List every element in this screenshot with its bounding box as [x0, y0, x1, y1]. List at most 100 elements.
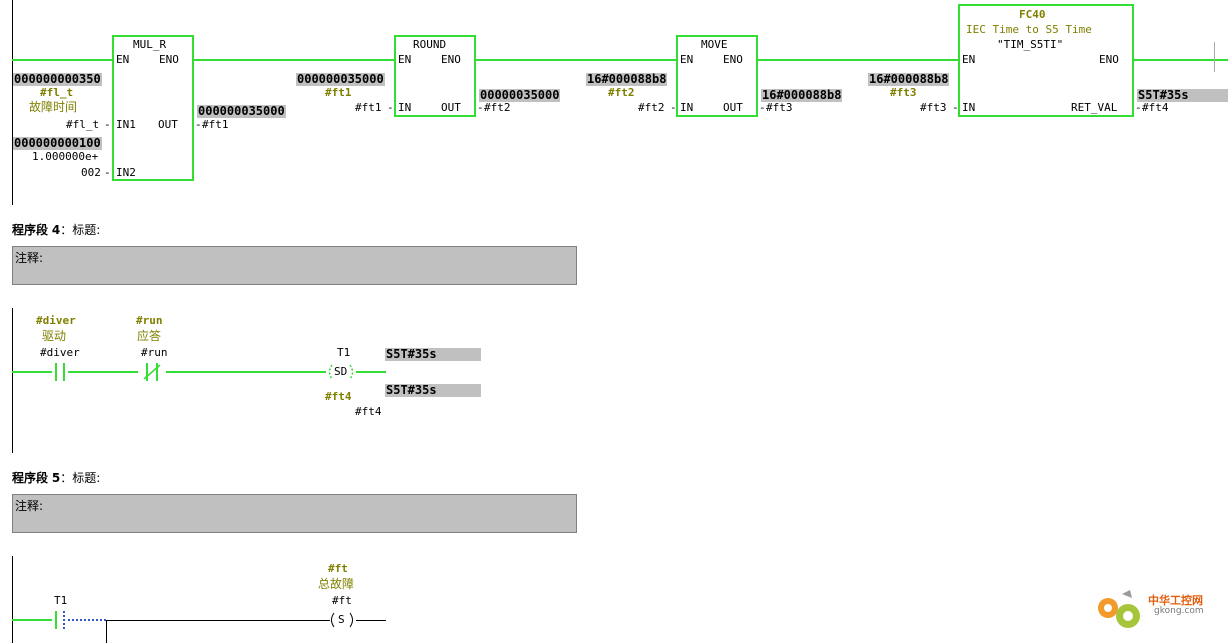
mul-r-in2: IN2: [116, 166, 136, 179]
network5-branch: [106, 620, 107, 643]
round-eno: ENO: [441, 53, 461, 66]
fc40-in-var[interactable]: #ft3: [920, 101, 947, 114]
round-in-symbol: #ft1: [325, 86, 352, 99]
round-out-value: 00000035000: [479, 88, 561, 102]
fc40-ret-dash: -: [1135, 101, 1142, 114]
move-in-value: 16#000088b8: [586, 72, 668, 86]
move-in: IN: [680, 101, 694, 114]
fc40-eno: ENO: [1099, 53, 1119, 66]
mul-in1-symbol: #fl_t: [40, 86, 74, 99]
round-out-var[interactable]: #ft2: [484, 101, 511, 114]
fc40-in: IN: [962, 101, 976, 114]
network5-number: 5: [51, 471, 61, 485]
move-out-dash: -: [759, 101, 766, 114]
mul-r-title: MUL_R: [133, 38, 167, 51]
mul-r-en: EN: [116, 53, 130, 66]
contact-run-symbol: #run: [136, 314, 163, 327]
mul-out-var[interactable]: #ft1: [202, 118, 229, 131]
round-block[interactable]: [394, 35, 476, 117]
coil-ft-comment: 总故障: [318, 577, 355, 591]
mul-in2-const2[interactable]: 002: [81, 166, 101, 179]
right-edge-rail: [1214, 42, 1215, 72]
move-out-value: 16#000088b8: [761, 88, 843, 102]
move-en: EN: [680, 53, 694, 66]
coil-ft-var[interactable]: #ft: [332, 594, 352, 607]
round-in: IN: [398, 101, 412, 114]
power-rail-network3: [12, 0, 13, 205]
contact-run[interactable]: [138, 363, 166, 381]
mul-in1-var[interactable]: #fl_t: [66, 118, 100, 131]
network4-comment-box[interactable]: 注释:: [12, 246, 577, 285]
contact-run-var[interactable]: #run: [141, 346, 168, 359]
network5-comment: 注释:: [15, 499, 44, 513]
network4-title[interactable]: 标题:: [72, 223, 101, 237]
contact-diver-symbol: #diver: [36, 314, 76, 327]
network5-wire-c: [356, 620, 386, 621]
network5-title[interactable]: 标题:: [72, 471, 101, 485]
fc40-en: EN: [962, 53, 976, 66]
network4-wire-a: [12, 371, 52, 373]
contact-diver-comment: 驱动: [42, 329, 67, 343]
move-out-var[interactable]: #ft3: [766, 101, 793, 114]
network5-label: 程序段: [12, 471, 49, 485]
round-in-var[interactable]: #ft1: [355, 101, 382, 114]
network4-wire-c: [166, 371, 326, 373]
network4-header: 程序段 4：标题:: [12, 221, 100, 238]
mul-in1-dash: -: [104, 118, 111, 131]
fc40-subtitle: IEC Time to S5 Time: [966, 23, 1092, 36]
coil-s[interactable]: S: [328, 611, 356, 629]
timer-type: SD: [334, 365, 348, 378]
mul-in2-value: 000000000100: [13, 136, 102, 150]
fc40-block[interactable]: [958, 4, 1134, 117]
mul-in2-dash: -: [104, 166, 111, 179]
network3-wire-2: [193, 59, 395, 61]
network5-header: 程序段 5：标题:: [12, 469, 100, 486]
move-eno: ENO: [723, 53, 743, 66]
timer-var[interactable]: #ft4: [355, 405, 382, 418]
mul-out-value: 000000035000: [197, 104, 286, 118]
power-rail-network5: [12, 556, 13, 643]
watermark-logo: 中华工控网 gkong.com: [1092, 584, 1222, 640]
contact-t1[interactable]: [52, 611, 68, 629]
move-in-var[interactable]: #ft2: [638, 101, 665, 114]
fc40-ret-var[interactable]: #ft4: [1142, 101, 1169, 114]
round-out-dash: -: [477, 101, 484, 114]
mul-r-eno: ENO: [159, 53, 179, 66]
fc40-ret: RET_VAL: [1071, 101, 1118, 114]
coil-s-type: S: [338, 613, 345, 626]
contact-diver-var[interactable]: #diver: [40, 346, 80, 359]
network5-dotted-wire: [68, 619, 106, 621]
mul-r-block[interactable]: [112, 35, 194, 181]
fc40-in-symbol: #ft3: [890, 86, 917, 99]
watermark-url: gkong.com: [1154, 606, 1204, 616]
coil-ft-symbol: #ft: [328, 562, 348, 575]
timer-sd-coil[interactable]: SD: [326, 363, 356, 381]
move-block[interactable]: [676, 35, 758, 117]
timer-value-1: S5T#35s: [385, 348, 481, 361]
fc40-ret-value: S5T#35s: [1137, 89, 1228, 102]
network3-wire-5: [1133, 59, 1228, 61]
network3-main-wire: [12, 59, 113, 61]
timer-symbol: #ft4: [325, 390, 352, 403]
move-in-dash: -: [670, 101, 677, 114]
contact-t1-var[interactable]: T1: [54, 594, 68, 607]
fc40-title: FC40: [1019, 8, 1046, 21]
fc40-name: "TIM_S5TI": [997, 38, 1064, 51]
network3-wire-4: [757, 59, 959, 61]
fc40-in-value: 16#000088b8: [868, 72, 950, 86]
move-out: OUT: [723, 101, 743, 114]
network5-comment-box[interactable]: 注释:: [12, 494, 577, 533]
coil-s-brackets-icon: [331, 612, 353, 628]
contact-diver[interactable]: [52, 363, 68, 381]
move-title: MOVE: [701, 38, 728, 51]
mul-r-out: OUT: [158, 118, 178, 131]
network4-wire-b: [68, 371, 138, 373]
fc40-in-dash: -: [952, 101, 959, 114]
network4-sep: ：: [60, 223, 73, 237]
network5-wire-b: [106, 620, 330, 621]
mul-in2-const1[interactable]: 1.000000e+: [32, 150, 99, 163]
network5-sep: ：: [60, 471, 73, 485]
timer-name[interactable]: T1: [337, 346, 351, 359]
network4-number: 4: [51, 223, 61, 237]
network4-wire-d: [356, 371, 386, 373]
